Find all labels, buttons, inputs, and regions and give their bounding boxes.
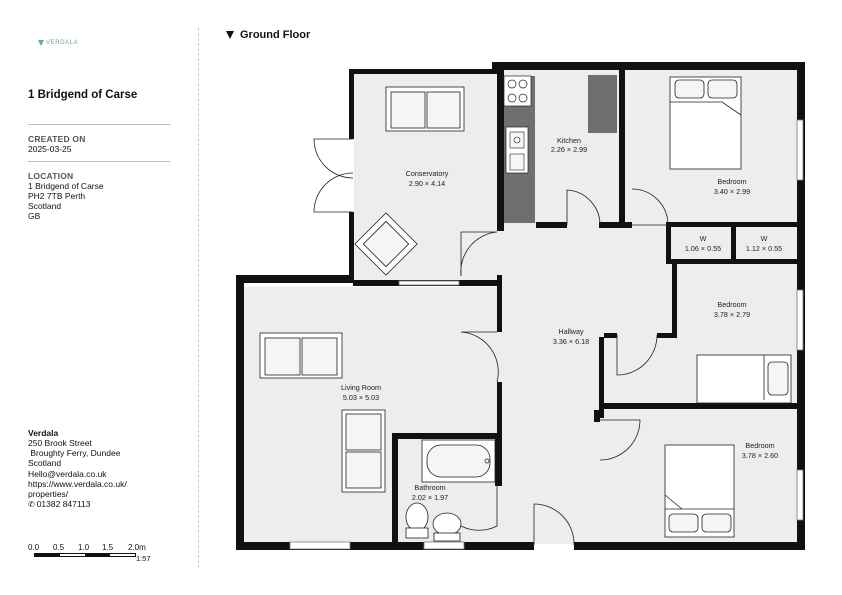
scale-segment: [60, 554, 85, 556]
room-dims: 3.36 × 6.18: [553, 337, 589, 346]
room-name: Bedroom: [745, 441, 774, 450]
agency-address-line: 250 Brook Street: [28, 438, 92, 448]
agency-address-line: Broughty Ferry, Dundee: [28, 448, 121, 458]
agency-phone: 01382 847113: [36, 499, 91, 509]
agency-address-line: Scotland: [28, 458, 62, 468]
scale-label: 1.0: [78, 543, 90, 552]
room-name: Conservatory: [406, 169, 449, 178]
bed: [664, 444, 735, 538]
agency-email-link[interactable]: Hello@verdala.co.uk: [28, 469, 107, 479]
windows: [289, 119, 804, 550]
sofa: [341, 409, 386, 493]
agency-url-line: properties/: [28, 489, 69, 499]
floor-fill: [244, 68, 799, 544]
location-line: 1 Bridgend of Carse: [28, 181, 104, 191]
room-name: Bedroom: [717, 177, 746, 186]
room-dims: 5.03 × 5.03: [343, 393, 379, 402]
location-section: LOCATION 1 Bridgend of Carse PH2 7TB Per…: [28, 171, 104, 221]
created-date: 2025-03-25: [28, 144, 72, 154]
phone-icon: ✆: [28, 500, 35, 509]
room-name: Bathroom: [414, 483, 445, 492]
divider: [28, 124, 170, 125]
logo-text: VERDALA: [46, 40, 79, 46]
agency-url-line: https://www.verdala.co.uk/: [28, 479, 127, 489]
scale-label: 1.5: [102, 543, 114, 552]
room-dims: 1.06 × 0.55: [685, 244, 721, 253]
scale-label: 2.0m: [128, 543, 146, 552]
bed: [696, 354, 792, 404]
bathroom-fittings: [405, 439, 496, 542]
room-dims: 2.26 × 2.99: [551, 145, 587, 154]
triangle-down-icon: [226, 31, 234, 39]
location-line: PH2 7TB Perth: [28, 191, 86, 201]
location-line: GB: [28, 211, 41, 221]
armchair: [354, 212, 418, 276]
sidebar-divider: [198, 28, 199, 568]
agency-website-link[interactable]: https://www.verdala.co.uk/ properties/: [28, 479, 127, 499]
property-title: 1 Bridgend of Carse: [28, 89, 138, 101]
room-name: Kitchen: [557, 136, 581, 145]
sofa: [385, 86, 465, 132]
doors: [313, 138, 669, 546]
scale-label: 0.5: [53, 543, 65, 552]
floor-toggle[interactable]: Ground Floor: [226, 29, 310, 41]
room-name: Bedroom: [717, 300, 746, 309]
brand-logo[interactable]: VERDALA: [38, 40, 78, 46]
room-dims: 3.78 × 2.79: [714, 310, 750, 319]
bed: [669, 76, 742, 170]
scale-segment: [35, 554, 60, 556]
scale-ratio: 1:57: [136, 554, 151, 563]
created-section: CREATED ON 2025-03-25: [28, 134, 86, 154]
room-name: W: [700, 234, 707, 243]
room-name: W: [761, 234, 768, 243]
scale-label: 0.0: [28, 543, 40, 552]
scale-segment: [85, 554, 110, 556]
divider: [28, 161, 170, 162]
floor-name: Ground Floor: [240, 29, 311, 41]
room-dims: 2.02 × 1.97: [412, 493, 448, 502]
created-label: CREATED ON: [28, 134, 86, 144]
room-dims: 2.90 × 4.14: [409, 179, 445, 188]
room-name: Living Room: [341, 383, 381, 392]
room-dims: 3.40 × 2.99: [714, 187, 750, 196]
agency-name: Verdala: [28, 428, 59, 438]
scale-bar: [34, 553, 136, 557]
agency-section: Verdala 250 Brook Street Broughty Ferry,…: [28, 428, 127, 510]
room-dims: 3.78 × 2.60: [742, 451, 778, 460]
scale-segment: [110, 554, 135, 556]
kitchen-fittings: [503, 75, 617, 223]
agency-phone-link[interactable]: ✆01382 847113: [28, 499, 127, 510]
sofa: [259, 332, 343, 379]
room-name: Hallway: [558, 327, 584, 336]
location-line: Scotland: [28, 201, 62, 211]
scale-bar-legend: 0.0 0.5 1.0 1.5 2.0m 1:57: [28, 543, 158, 565]
room-dims: 1.12 × 0.55: [746, 244, 782, 253]
verdala-logo-icon: [38, 40, 44, 46]
room-labels: Conservatory 2.90 × 4.14 Kitchen 2.26 × …: [341, 136, 782, 502]
sidebar: VERDALA 1 Bridgend of Carse CREATED ON 2…: [0, 0, 198, 595]
location-label: LOCATION: [28, 171, 74, 181]
